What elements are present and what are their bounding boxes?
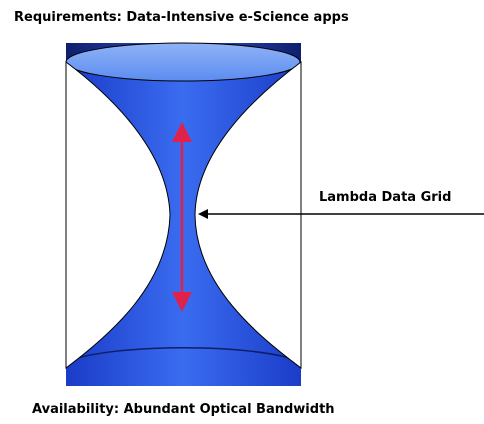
availability-caption: Availability: Abundant Optical Bandwidth: [32, 402, 335, 417]
requirements-caption: Requirements: Data-Intensive e-Science a…: [14, 10, 349, 25]
pointer-arrow-head: [198, 209, 208, 219]
top-ellipse: [65, 42, 301, 82]
lambda-data-grid-label: Lambda Data Grid: [319, 190, 452, 205]
bottom-rim-curve: [65, 347, 302, 363]
right-white-sweep: [194, 60, 302, 370]
left-white-sweep: [65, 60, 171, 370]
